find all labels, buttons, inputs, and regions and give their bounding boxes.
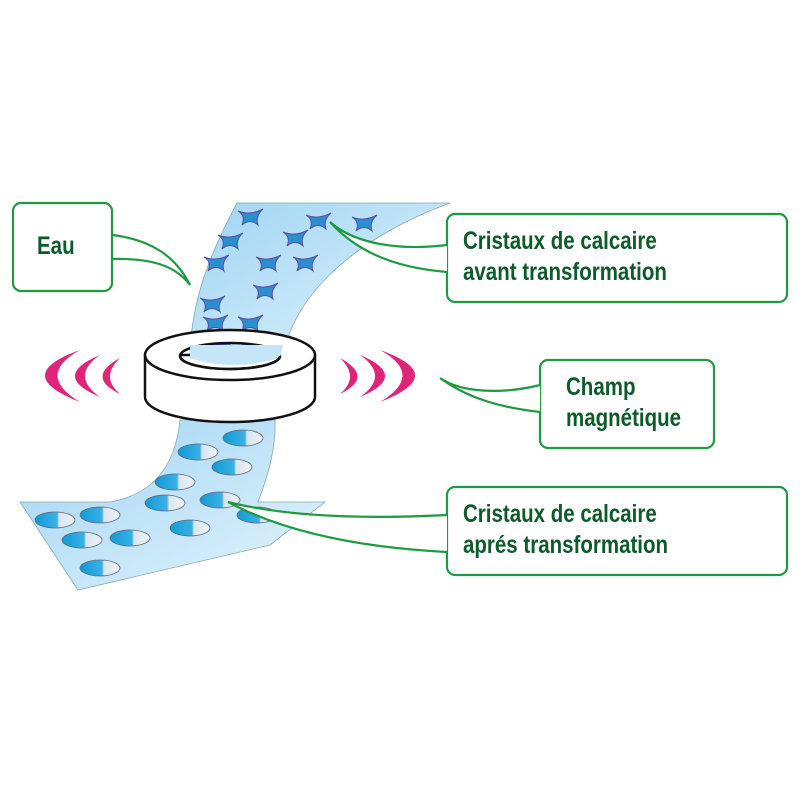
crystal-oval [109, 529, 151, 547]
crystal-oval [177, 443, 219, 461]
crystal-spiky [237, 208, 264, 227]
crystal-spiky [282, 229, 309, 248]
callout-pointers [112, 221, 541, 554]
label-before-line1: Cristaux de calcaire [463, 227, 657, 255]
crystal-oval [34, 511, 76, 529]
crystal-spiky [351, 214, 378, 233]
crystal-oval [154, 473, 196, 491]
label-water: Eau [37, 232, 75, 260]
crystals-after [34, 429, 278, 577]
label-field-line2: magnétique [566, 404, 682, 432]
label-field-line1: Champ [566, 373, 636, 401]
crystal-spiky [217, 232, 244, 251]
crystal-spiky [305, 212, 332, 231]
crystal-spiky [199, 295, 226, 314]
crystal-spiky [252, 282, 279, 301]
crystal-spiky [203, 254, 230, 273]
crystal-oval [79, 559, 121, 577]
crystal-oval [79, 506, 121, 524]
crystal-oval [222, 429, 264, 447]
magnetic-ring [143, 328, 317, 424]
crystal-oval [211, 458, 253, 476]
crystal-oval [169, 519, 211, 537]
crystal-spiky [255, 254, 282, 273]
label-after-line1: Cristaux de calcaire [463, 500, 657, 528]
label-after-line2: aprés transformation [463, 531, 669, 559]
label-before-line2: avant transformation [463, 258, 667, 286]
crystal-oval [144, 494, 186, 512]
magnetic-field-arcs [45, 350, 415, 402]
crystal-oval [61, 531, 103, 549]
callout-boxes [11, 201, 789, 577]
crystal-spiky [292, 254, 319, 273]
